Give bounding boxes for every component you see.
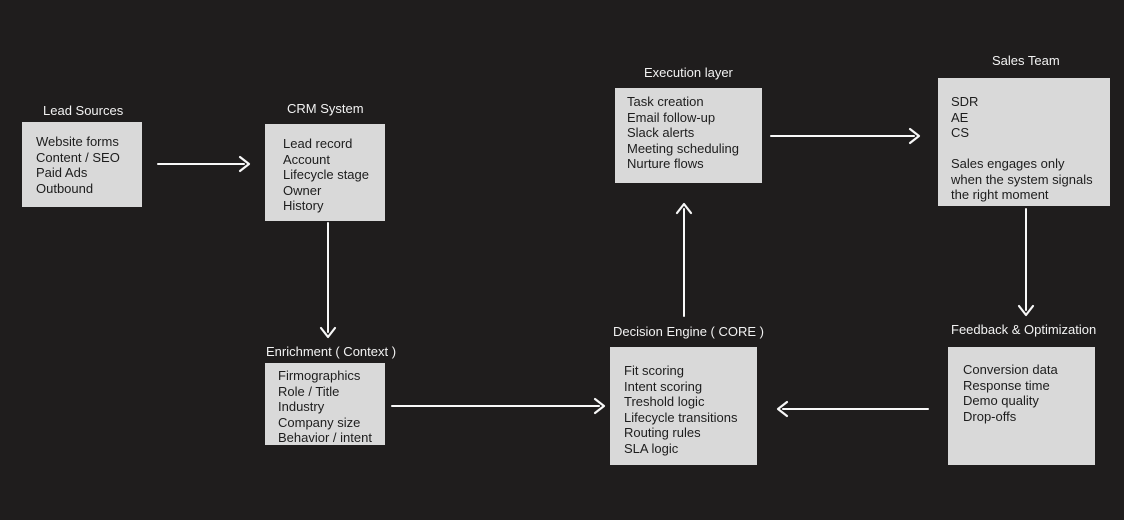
node-sales-team-note: Sales engages only when the system signa… <box>951 156 1093 202</box>
node-label-execution-layer: Execution layer <box>644 65 733 80</box>
node-label-enrichment: Enrichment ( Context ) <box>266 344 397 359</box>
node-label-sales-team: Sales Team <box>992 53 1060 68</box>
node-label-decision-engine: Decision Engine ( CORE ) <box>613 324 764 339</box>
arrow-execution-to-sales <box>770 127 921 145</box>
node-label-lead-sources: Lead Sources <box>43 103 124 118</box>
arrow-feedback-to-decision <box>776 400 929 418</box>
arrow-lead-to-crm <box>157 155 251 173</box>
arrow-sales-to-feedback <box>1017 208 1035 317</box>
arrow-decision-to-execution <box>675 202 693 317</box>
arrow-crm-to-enrichment <box>319 222 337 339</box>
arrow-enrichment-to-decision <box>391 397 606 415</box>
node-label-feedback-optimization: Feedback & Optimization <box>951 322 1097 337</box>
node-label-crm-system: CRM System <box>287 101 364 116</box>
